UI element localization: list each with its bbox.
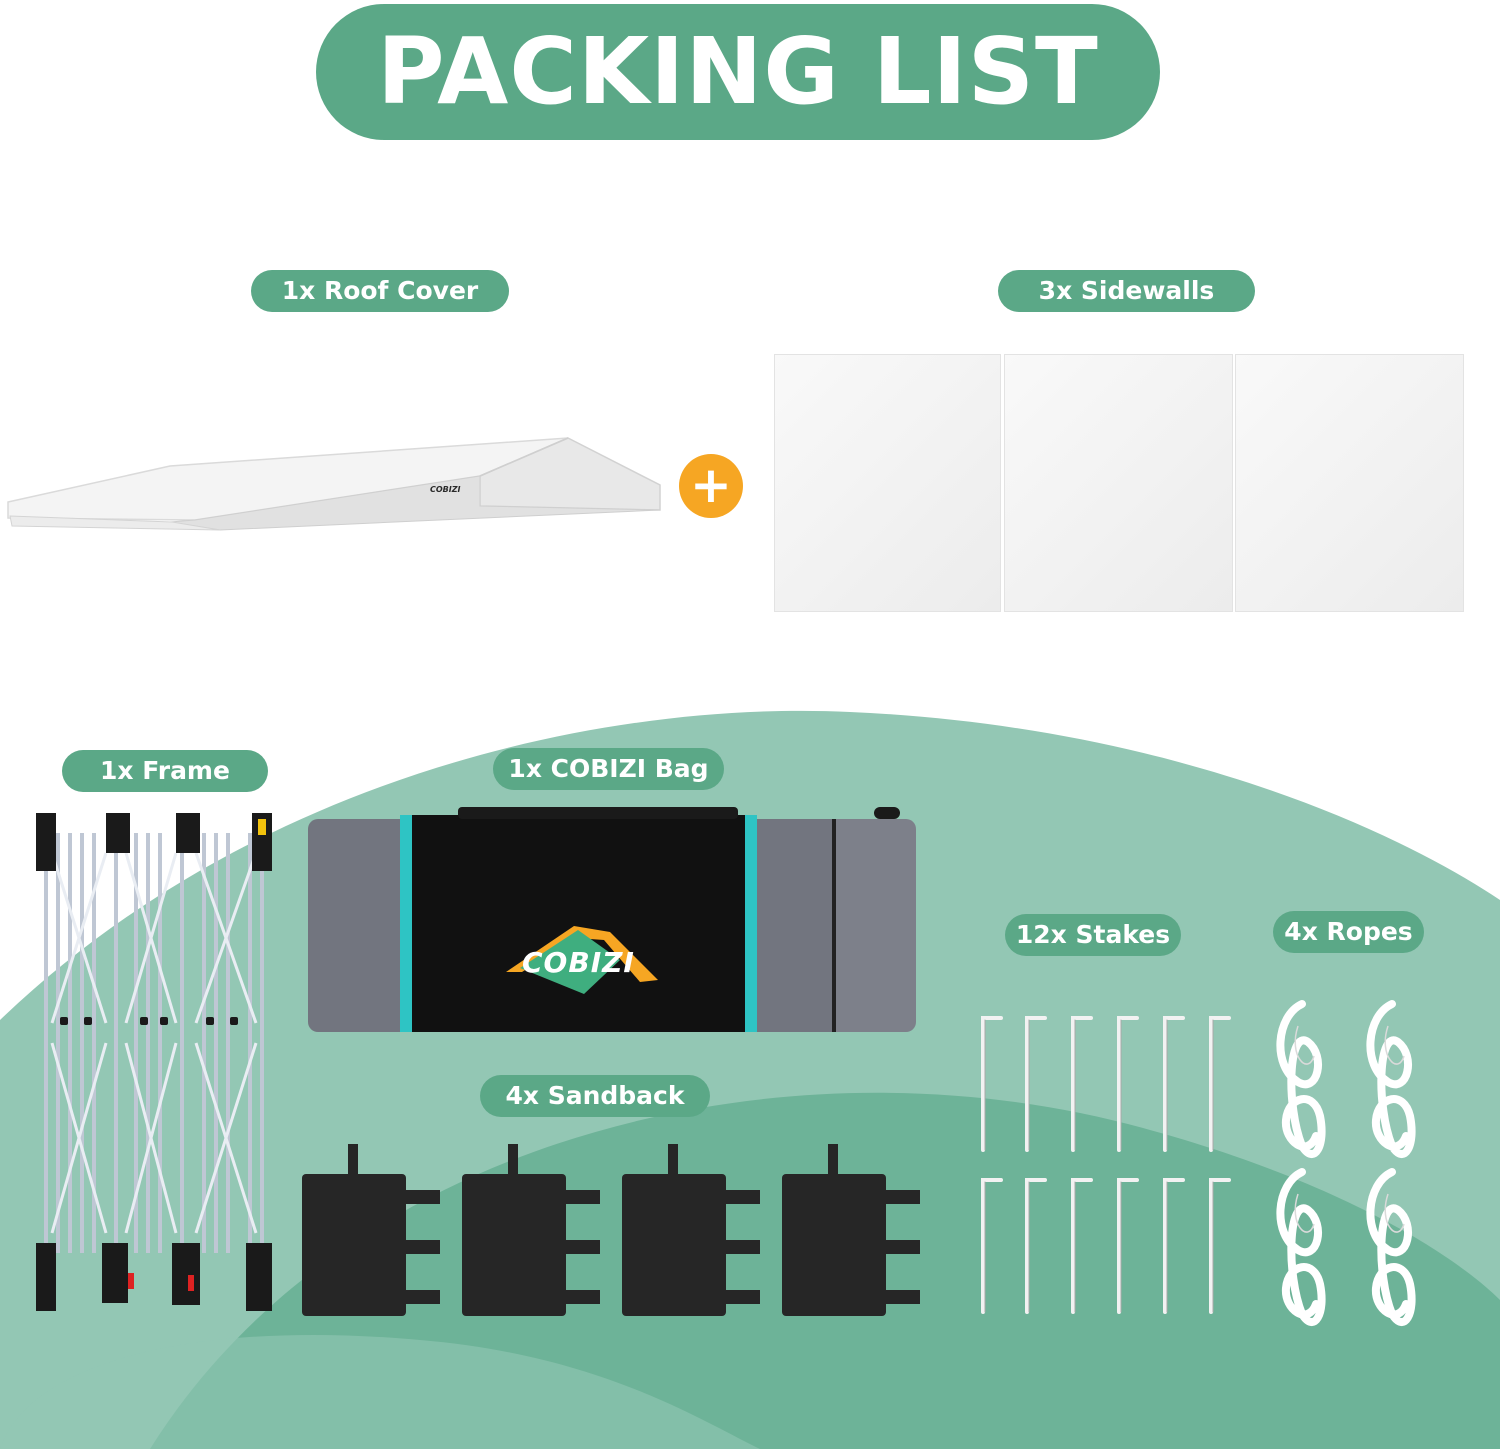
label-stakes: 12x Stakes [1005, 914, 1181, 956]
label-ropes: 4x Ropes [1273, 911, 1424, 953]
sidewall-panel [1235, 354, 1464, 612]
stakes-group [981, 1016, 1231, 1314]
bag-strap-right [745, 815, 757, 1032]
bag-cap [874, 807, 900, 819]
sandbags-group [302, 1144, 920, 1316]
bag-handle [458, 807, 738, 819]
roof-cover-logo-text: COBIZI [430, 485, 461, 494]
sandbag [462, 1144, 600, 1316]
roof-cover-logo: COBIZI [430, 485, 461, 494]
ropes-group [1276, 1000, 1416, 1326]
sidewall-panel [774, 354, 1001, 612]
bag-logo-mark [506, 926, 658, 994]
page-title: PACKING LIST [316, 4, 1160, 140]
sidewall-panel [1004, 354, 1233, 612]
label-sandback: 4x Sandback [480, 1075, 710, 1117]
frame-image [36, 813, 272, 1311]
cobizi-bag: COBIZI [308, 807, 916, 1032]
bag-logo-text: COBIZI [522, 946, 635, 979]
sandbag [622, 1144, 760, 1316]
bag-strap-left [400, 815, 412, 1032]
plus-icon: + [679, 454, 743, 518]
label-roof-cover: 1x Roof Cover [251, 270, 509, 312]
bag-front-panel-black [412, 815, 752, 1032]
sandbag [302, 1144, 440, 1316]
sandbag [782, 1144, 920, 1316]
label-sidewalls: 3x Sidewalls [998, 270, 1255, 312]
sidewalls-group [774, 354, 1464, 612]
bag-end-panel [832, 819, 916, 1032]
label-bag: 1x COBIZI Bag [493, 748, 724, 790]
roof-cover-image [7, 437, 661, 531]
label-frame: 1x Frame [62, 750, 268, 792]
